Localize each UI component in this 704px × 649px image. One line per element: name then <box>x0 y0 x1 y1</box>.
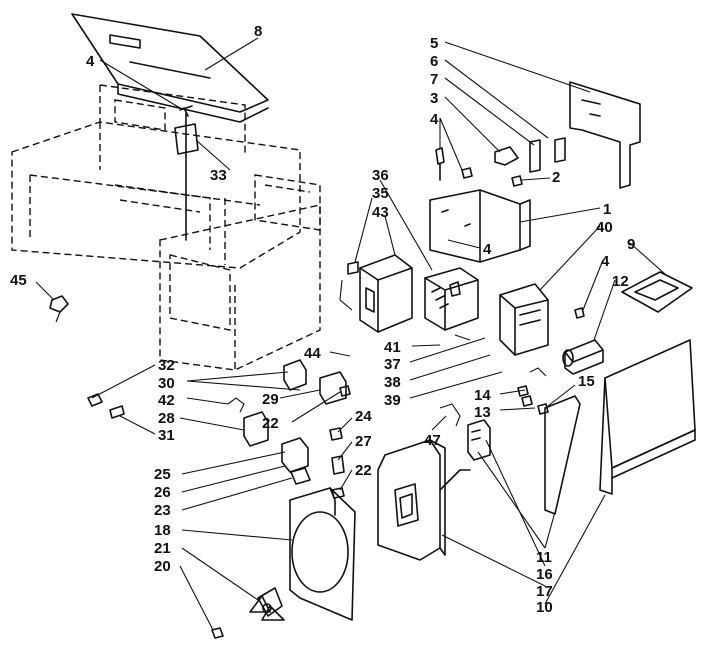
callout-29: 29 <box>262 391 279 408</box>
fan-blade-21 <box>249 587 285 621</box>
callout-38: 38 <box>384 374 401 391</box>
callout-33: 33 <box>210 167 227 184</box>
fan-shroud-18 <box>289 487 356 621</box>
callout-4-bracket: 4 <box>483 241 492 258</box>
capacitor-12 <box>562 307 604 375</box>
callout-2: 2 <box>552 169 560 186</box>
callout-15: 15 <box>578 373 595 390</box>
callout-14: 14 <box>474 387 491 404</box>
callout-28: 28 <box>158 410 175 427</box>
callout-32: 32 <box>158 357 175 374</box>
foot-45 <box>49 295 69 323</box>
callout-11: 11 <box>536 549 552 566</box>
callout-45: 45 <box>10 272 27 289</box>
control-panel-17 <box>377 439 471 561</box>
callout-23: 23 <box>154 502 171 519</box>
strip-11 <box>544 395 581 515</box>
screws-4-upper <box>435 147 523 187</box>
wires <box>227 367 547 427</box>
callout-26: 26 <box>154 484 171 501</box>
callout-36: 36 <box>372 167 389 184</box>
callout-10: 10 <box>536 599 553 616</box>
callout-24: 24 <box>355 408 372 425</box>
callout-18: 18 <box>154 522 171 539</box>
callout-7: 7 <box>430 71 438 88</box>
callout-42: 42 <box>158 392 175 409</box>
callout-13: 13 <box>474 404 491 421</box>
callout-17: 17 <box>536 583 553 600</box>
callout-37: 37 <box>384 356 401 373</box>
callout-4-top: 4 <box>86 53 95 70</box>
callout-39: 39 <box>384 392 401 409</box>
callout-6: 6 <box>430 53 438 70</box>
top-grille <box>71 13 269 123</box>
callout-labels: 8 4 33 45 5 6 7 3 4 2 1 40 9 4 12 4 36 3… <box>10 23 635 616</box>
callout-3: 3 <box>430 90 438 107</box>
callout-22-upper: 22 <box>262 415 279 432</box>
callout-43: 43 <box>372 204 389 221</box>
callout-4-right: 4 <box>601 253 610 270</box>
callout-1: 1 <box>603 201 611 218</box>
callout-30: 30 <box>158 375 175 392</box>
callout-20: 20 <box>154 558 171 575</box>
callout-27: 27 <box>355 433 372 450</box>
nut-20 <box>211 627 224 639</box>
switch-assembly-16 <box>467 419 491 461</box>
outer-cabinet-wrapper <box>11 84 321 371</box>
callout-12: 12 <box>612 273 629 290</box>
callout-16: 16 <box>536 566 553 583</box>
side-panel-10 <box>599 339 696 495</box>
vent-cover-9 <box>621 271 693 313</box>
thermal-cutout-3 <box>494 137 566 173</box>
callout-5: 5 <box>430 35 438 52</box>
air-duct-40 <box>499 283 549 356</box>
callout-9: 9 <box>627 236 635 253</box>
screws-13-14 <box>517 385 549 415</box>
callout-21: 21 <box>154 540 171 557</box>
leader-lines <box>35 37 666 631</box>
callout-22-lower: 22 <box>355 462 372 479</box>
callout-40: 40 <box>596 219 613 236</box>
mounting-bracket-5 <box>569 81 641 189</box>
callout-47: 47 <box>424 432 441 449</box>
callout-31: 31 <box>158 427 175 444</box>
transformer <box>339 254 413 333</box>
callout-4-upper: 4 <box>430 111 439 128</box>
bracket-1 <box>429 189 531 263</box>
callout-44: 44 <box>304 345 321 362</box>
callout-35: 35 <box>372 185 389 202</box>
callout-41: 41 <box>384 339 401 356</box>
screw-31-32 <box>87 393 125 419</box>
callout-25: 25 <box>154 466 171 483</box>
switches-center <box>243 359 351 499</box>
callout-8: 8 <box>254 23 262 40</box>
screw-4-top <box>174 105 199 241</box>
magnetron <box>424 267 479 341</box>
